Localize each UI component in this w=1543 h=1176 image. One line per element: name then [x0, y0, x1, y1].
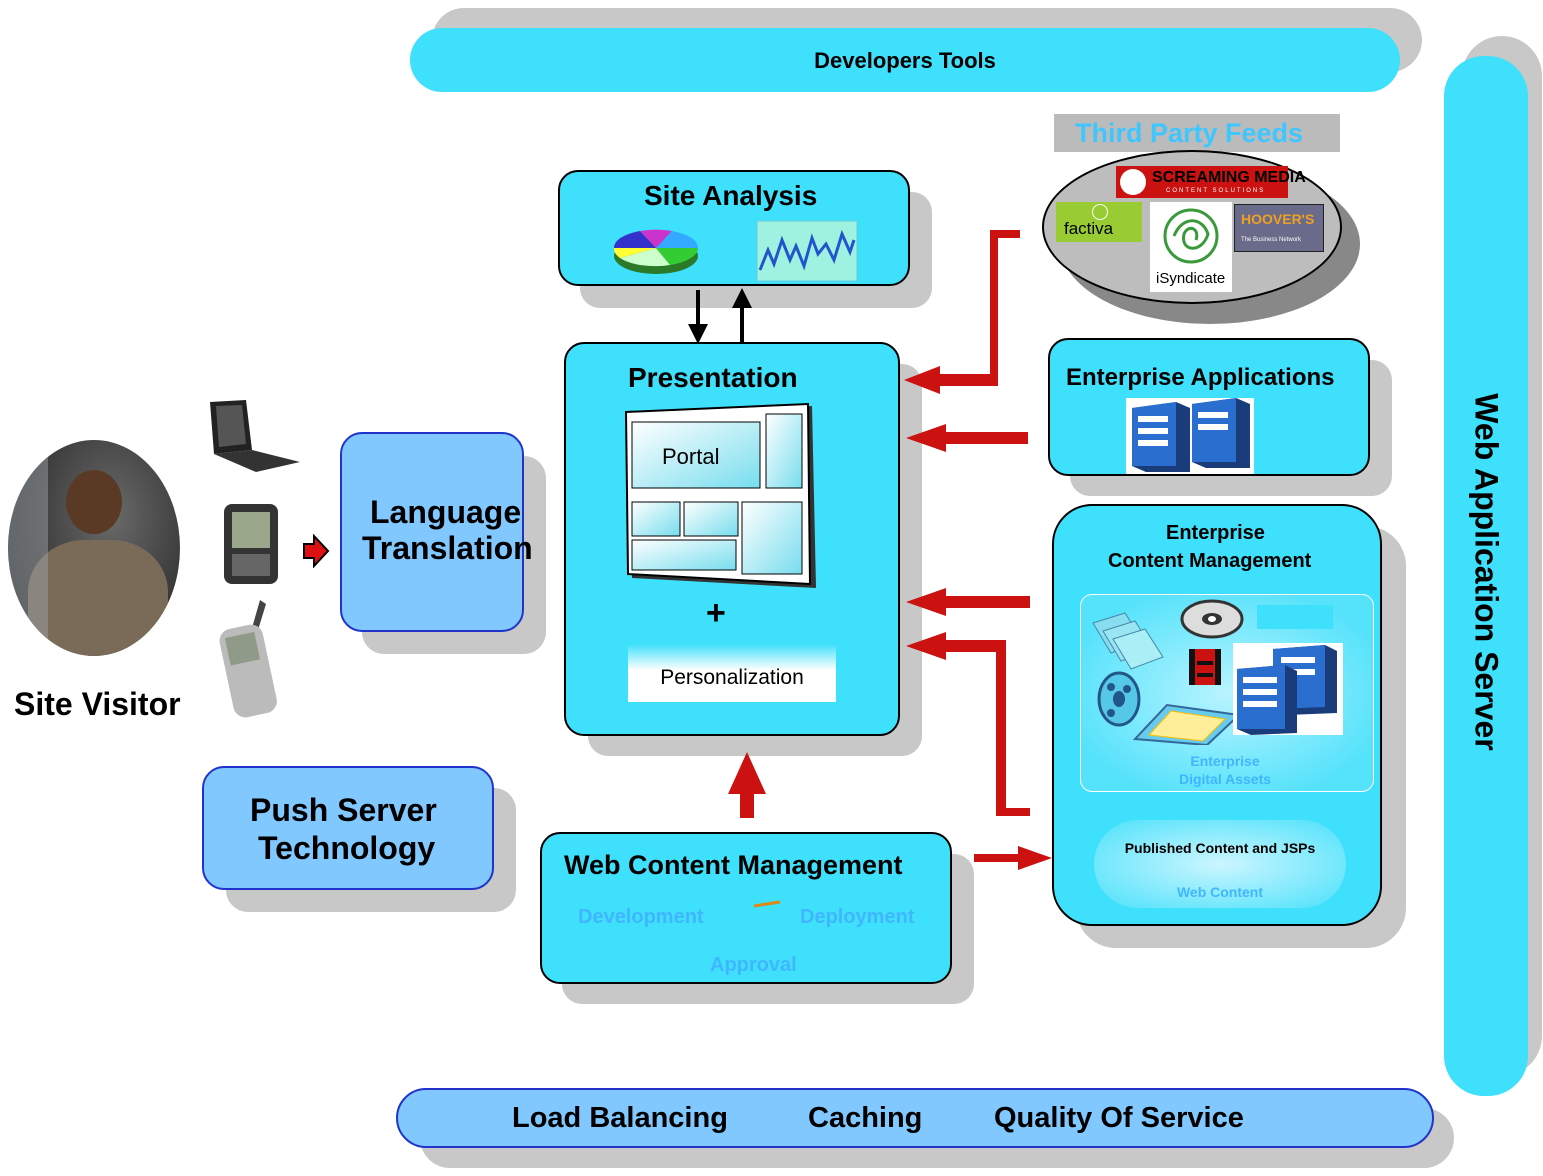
- isyndicate-icon: [1163, 208, 1219, 264]
- load-balancing-label: Load Balancing: [512, 1102, 728, 1134]
- plus-sign: +: [706, 594, 726, 632]
- analysis-presentation-arrows: [688, 288, 752, 344]
- ecm-box: Enterprise Content Management: [1052, 504, 1382, 926]
- server-icon: [1126, 398, 1254, 474]
- documents-icon: [1092, 612, 1164, 670]
- third-party-title: Third Party Feeds: [1075, 118, 1304, 148]
- push-server-line2: Technology: [258, 830, 436, 866]
- pda-icon: [224, 504, 278, 584]
- push-server-line1: Push Server: [250, 792, 437, 828]
- assets-label-bar: [1257, 605, 1333, 629]
- mobile-phone-icon: [219, 600, 277, 718]
- pie-chart-icon: [613, 229, 699, 274]
- web-content-label: Web Content: [1176, 884, 1264, 900]
- site-visitor-photo: [8, 440, 180, 656]
- push-server-box: Push Server Technology: [202, 766, 494, 890]
- cycle-icon: [753, 900, 781, 908]
- laptop-icon: [210, 400, 300, 472]
- presentation-box: Presentation Portal + Personalization: [564, 342, 900, 736]
- portal-label: Portal: [662, 444, 720, 469]
- wcm-deployment: Deployment: [800, 906, 915, 928]
- quality-of-service-label: Quality Of Service: [994, 1102, 1244, 1134]
- ecm-line1: Enterprise: [1166, 522, 1265, 544]
- site-visitor-label: Site Visitor: [14, 686, 181, 722]
- digital-assets-line2: Digital Assets: [1178, 771, 1272, 787]
- site-analysis-title: Site Analysis: [644, 180, 818, 211]
- film-strip-icon: [1189, 649, 1221, 685]
- published-content-label: Published Content and JSPs: [1124, 840, 1316, 856]
- developers-tools-bar: Developers Tools: [410, 28, 1400, 92]
- screaming-media-text: SCREAMING MEDIA: [1152, 169, 1306, 186]
- servers-icon: [1233, 643, 1343, 735]
- personalization-label: Personalization: [660, 666, 804, 689]
- ecm-line2: Content Management: [1108, 550, 1312, 572]
- language-translation-box: Language Translation: [340, 432, 533, 632]
- developers-tools-label: Developers Tools: [814, 48, 996, 73]
- third-party-title-bg: [1054, 114, 1340, 152]
- tablet-icon: [1133, 703, 1241, 745]
- wcm-title: Web Content Management: [564, 850, 903, 880]
- enterprise-apps-title: Enterprise Applications: [1066, 364, 1335, 391]
- factiva-text: factiva: [1064, 219, 1114, 238]
- line-graph-icon: [756, 220, 858, 282]
- language-label: Language: [370, 494, 522, 530]
- presentation-title: Presentation: [628, 362, 798, 393]
- cd-disc-icon: [1180, 599, 1244, 639]
- translation-label: Translation: [362, 530, 533, 566]
- isyndicate-text: iSyndicate: [1156, 270, 1226, 287]
- wcm-development: Development: [578, 906, 704, 928]
- caching-label: Caching: [808, 1102, 923, 1134]
- wcm-box: Web Content Management Development Deplo…: [540, 832, 952, 984]
- personalization-panel: Personalization: [628, 644, 836, 702]
- web-app-server-bar: Web Application Server: [1444, 56, 1528, 1096]
- enterprise-apps-box: Enterprise Applications: [1048, 338, 1370, 476]
- small-red-arrow: [303, 534, 330, 568]
- hoovers-sub: The Business Network: [1241, 237, 1302, 243]
- hoovers-logo: HOOVER'S The Business Network: [1234, 204, 1324, 252]
- digital-assets-panel: Enterprise Digital Assets: [1080, 594, 1374, 792]
- film-reel-icon: [1097, 671, 1141, 727]
- wcm-approval: Approval: [710, 954, 797, 976]
- portal-layout-icon: [624, 402, 816, 588]
- isyndicate-logo: iSyndicate: [1150, 202, 1232, 292]
- digital-assets-line1: Enterprise: [1190, 753, 1260, 769]
- site-analysis-box: Site Analysis: [558, 170, 910, 286]
- screaming-media-sub: CONTENT SOLUTIONS: [1166, 188, 1266, 194]
- services-bar: Load Balancing Caching Quality Of Servic…: [396, 1088, 1434, 1148]
- screaming-media-logo: SCREAMING MEDIA CONTENT SOLUTIONS: [1116, 166, 1306, 198]
- factiva-logo: factiva: [1056, 202, 1142, 242]
- hoovers-text: HOOVER'S: [1241, 211, 1315, 227]
- published-content-panel: Published Content and JSPs Web Content: [1094, 820, 1346, 908]
